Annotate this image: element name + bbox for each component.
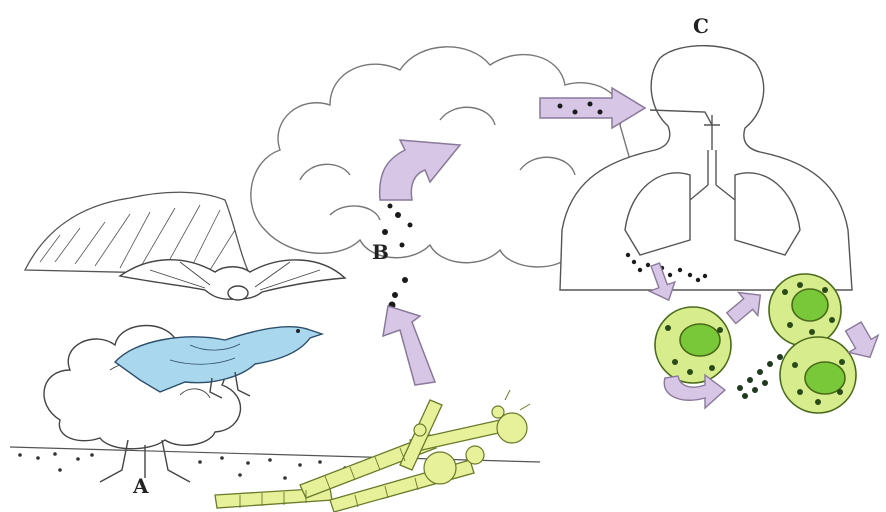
label-c: C bbox=[693, 14, 709, 38]
released-spores bbox=[737, 354, 783, 399]
fungal-hyphae bbox=[215, 400, 503, 512]
human-torso bbox=[560, 46, 852, 290]
plant-sprouts bbox=[505, 390, 530, 410]
arrow-up-from-soil bbox=[383, 306, 435, 385]
label-b: B bbox=[372, 240, 389, 264]
ground-spores bbox=[18, 452, 347, 480]
ground-line bbox=[10, 447, 540, 462]
label-a: A bbox=[133, 474, 149, 498]
cave-rock bbox=[25, 192, 250, 275]
